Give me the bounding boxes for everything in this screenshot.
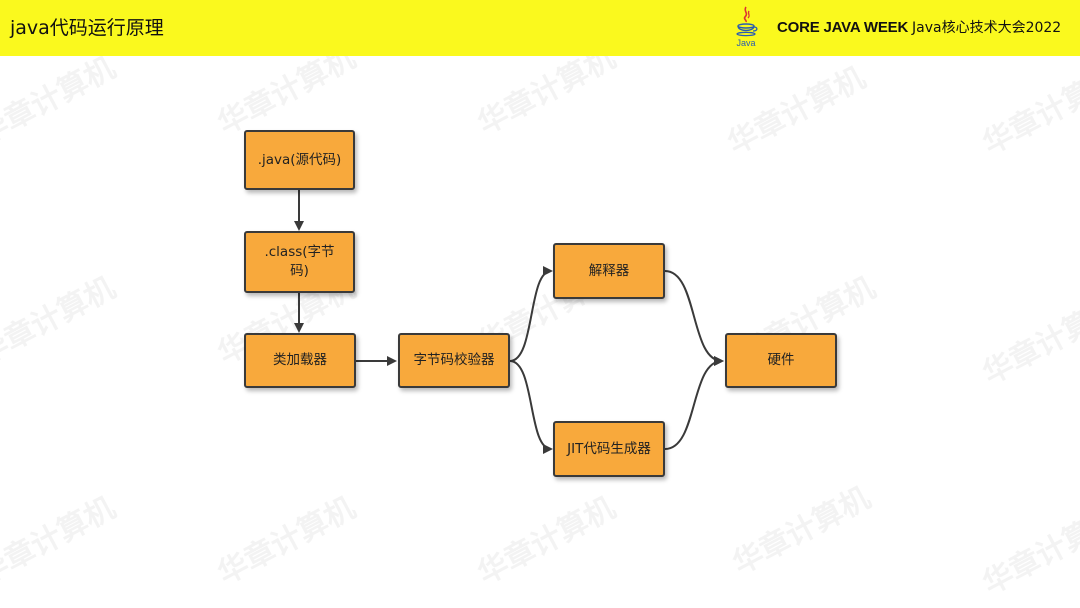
java-logo-icon: Java [736,6,758,48]
arrow-verifier-to-interpreter [509,266,553,362]
node-class-bytecode: .class(字节码) [244,231,355,293]
conference-name: Java核心技术大会2022 [912,20,1062,36]
arrow-jit-to-hardware [664,356,724,450]
node-jit-generator: JIT代码生成器 [553,421,665,477]
top-banner: java代码运行原理 Java CORE JAVA WEEK Java核心技术大… [0,0,1080,56]
slide-title: java代码运行原理 [10,17,164,39]
arrow-verifier-to-jit [509,360,553,454]
java-logo-text: Java [736,38,755,48]
node-class-loader: 类加载器 [244,333,356,388]
node-hardware: 硬件 [725,333,837,388]
node-java-source: .java(源代码) [244,130,355,190]
node-interpreter: 解释器 [553,243,665,299]
arrow-interpreter-to-hardware [664,270,724,366]
brand-name: CORE JAVA WEEK [777,19,909,36]
node-bytecode-verifier: 字节码校验器 [398,333,510,388]
